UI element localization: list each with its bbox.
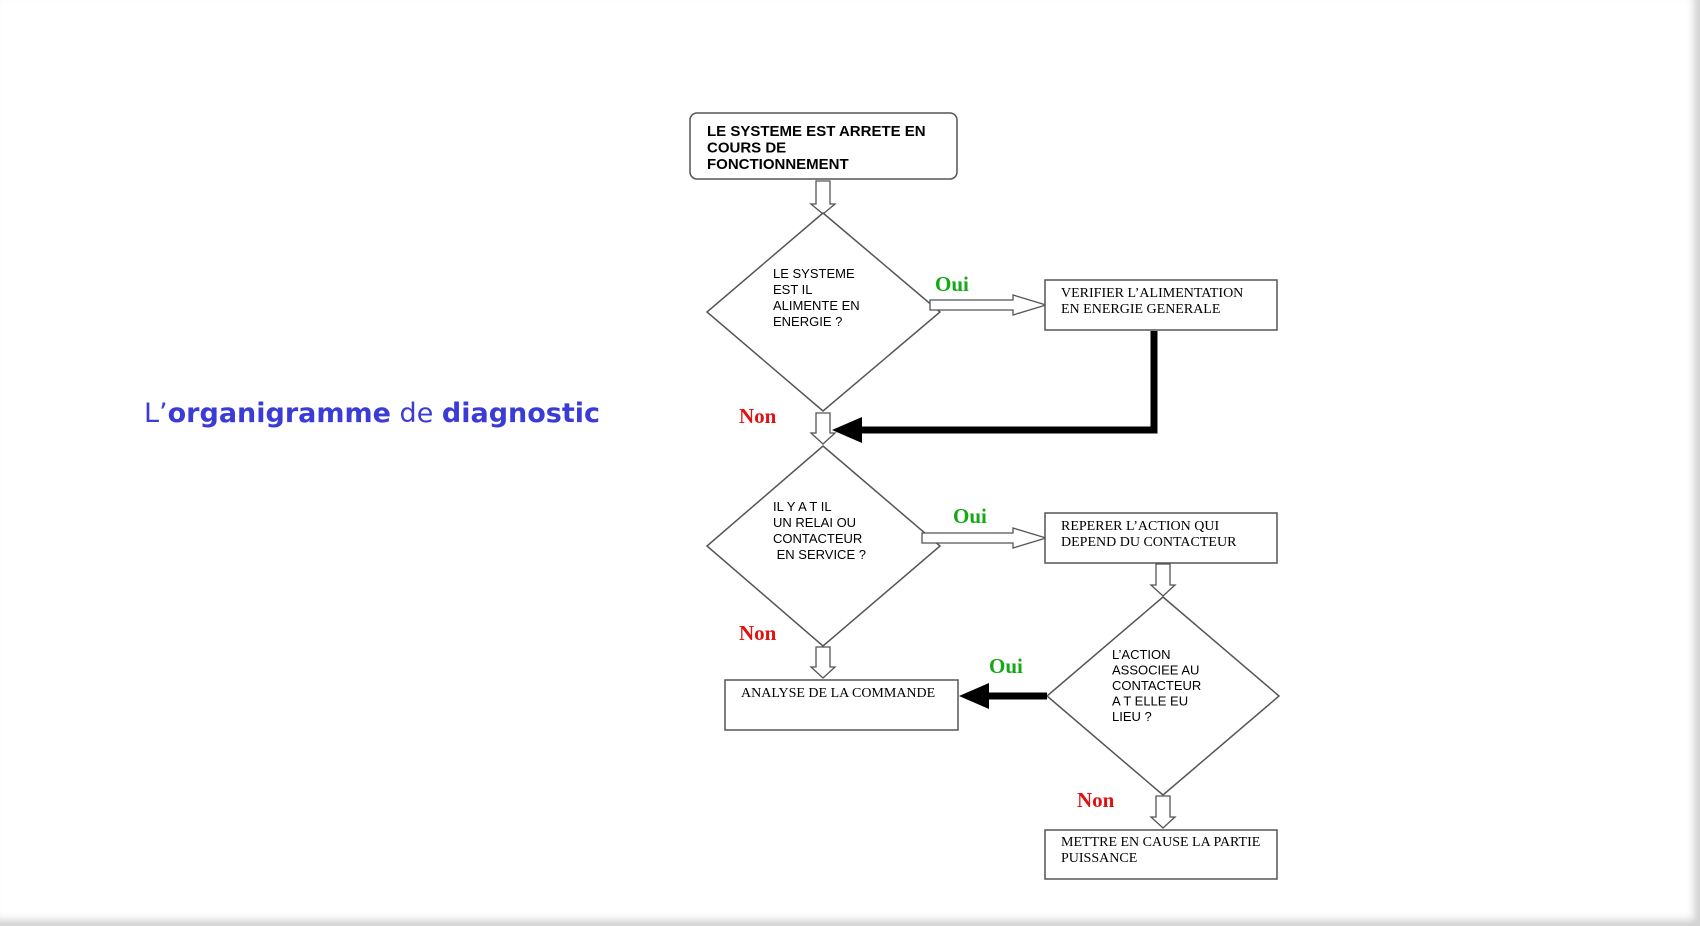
slide-title: L’organigramme de diagnostic [144, 398, 600, 429]
arrow-decision1-to-verify [929, 294, 1049, 316]
thick-return-line [858, 331, 1158, 434]
arrow-locate-to-decision3 [1149, 563, 1177, 597]
label-oui-2: Oui [953, 504, 987, 528]
text-line: REPERER L’ACTION QUI [1061, 519, 1219, 534]
title-mid: de [390, 398, 442, 429]
label-non-2: Non [739, 621, 777, 645]
text-line: DEPEND DU CONTACTEUR [1061, 535, 1237, 550]
arrow-decision1-to-decision2 [809, 412, 837, 445]
text-line: METTRE EN CAUSE LA PARTIE [1061, 835, 1260, 850]
text-line: EN ENERGIE GENERALE [1061, 302, 1220, 317]
text-line: CONTACTEUR [1112, 678, 1201, 693]
text-line: COURS DE [707, 140, 786, 157]
title-word-diagnostic: diagnostic [441, 398, 601, 429]
text-line: A T ELLE EU [1112, 694, 1188, 709]
label-oui-3: Oui [989, 654, 1023, 678]
thick-return-arrowhead [832, 417, 862, 443]
title-prefix: L’ [144, 398, 168, 429]
text-line: LE SYSTEME [773, 266, 855, 281]
text-line: EST IL [773, 282, 813, 297]
text-line: ANALYSE DE LA COMMANDE [741, 686, 935, 701]
label-non-3: Non [1077, 788, 1115, 812]
text-line: L’ACTION [1112, 647, 1171, 662]
text-line: ENERGIE ? [773, 314, 842, 329]
label-oui-1: Oui [935, 272, 969, 296]
text-line: FONCTIONNEMENT [707, 156, 849, 173]
text-line: LE SYSTEME EST ARRETE EN [707, 123, 926, 140]
analyse-command-box: ANALYSE DE LA COMMANDE [724, 679, 959, 731]
text-line: CONTACTEUR [773, 531, 862, 546]
text-line: EN SERVICE ? [773, 547, 866, 562]
text-line: PUISSANCE [1061, 851, 1137, 866]
text-line: ALIMENTE EN [773, 298, 860, 313]
title-word-organigramme: organigramme [167, 398, 391, 429]
text-line: IL Y A T IL [773, 499, 832, 514]
arrow-decision3-to-power [1149, 795, 1177, 829]
text-line: UN RELAI OU [773, 515, 856, 530]
text-line: ASSOCIEE AU [1112, 663, 1199, 678]
text-line: VERIFIER L’ALIMENTATION [1061, 286, 1243, 301]
label-non-1: Non [739, 404, 777, 428]
arrow-decision2-to-locate [921, 527, 1049, 549]
arrow-start-to-decision1 [809, 180, 837, 215]
analyse-command-text: ANALYSE DE LA COMMANDE [741, 686, 935, 701]
arrow-decision2-to-analyse [809, 646, 837, 679]
thick-oui3-arrowhead [959, 683, 989, 709]
text-line: LIEU ? [1112, 709, 1152, 724]
